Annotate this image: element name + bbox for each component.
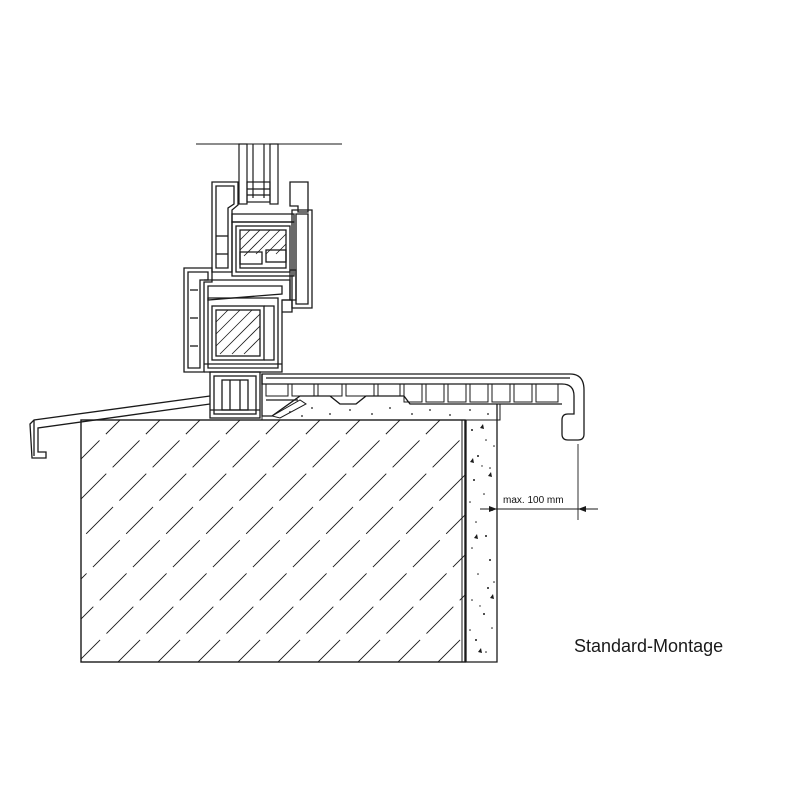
window-board-chambers (265, 383, 559, 403)
window-sash-profile (211, 181, 313, 309)
interior-plaster (461, 404, 498, 663)
sill-adapter-profile (209, 371, 261, 419)
sash-reinforcement-hatch (239, 229, 287, 257)
adhesive-bed (261, 395, 501, 421)
overhang-dimension (480, 440, 598, 520)
drawing-caption: Standard-Montage (574, 636, 724, 656)
frame-reinforcement-hatch (215, 309, 261, 355)
insulating-glass (238, 143, 279, 205)
exterior-sill-flashing (29, 395, 211, 459)
dimension-label: max. 100 mm (503, 495, 564, 506)
window-frame-profile (183, 267, 293, 373)
masonry-wall (80, 419, 466, 663)
